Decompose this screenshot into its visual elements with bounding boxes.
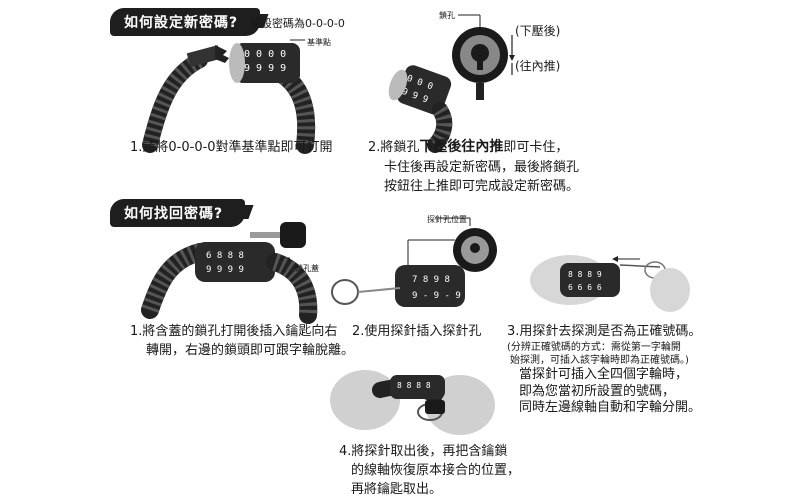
svg-text:7 8 9 8: 7 8 9 8 bbox=[412, 275, 450, 285]
recover-step-3-line-3: 即為您當初所設置的號碼， bbox=[519, 384, 676, 399]
label-keyhole-cap: 鎖孔蓋 bbox=[295, 264, 319, 273]
step2-emphasis: 下壓後往內推 bbox=[419, 139, 504, 155]
section-title-recover-code: 如何找回密碼? bbox=[110, 199, 246, 227]
label-press-down: (下壓後) bbox=[515, 24, 561, 38]
recover-step-2: 2.使用探針插入探針孔 bbox=[352, 324, 482, 339]
set-step-2-line-2: 卡住後再設定新密碼，最後將鎖孔 bbox=[384, 160, 580, 175]
svg-text:8 8 8 9: 8 8 8 9 bbox=[568, 270, 602, 279]
hand-probing-illustration: 8 8 8 9 6 6 6 6 bbox=[530, 255, 690, 312]
set-step-2-line-1: 2.將鎖孔下壓後往內推即可卡住， bbox=[368, 137, 568, 158]
svg-text:0 0 0 0: 0 0 0 0 bbox=[244, 49, 286, 60]
hands-remove-probe-illustration: 8 8 8 8 bbox=[330, 370, 495, 435]
svg-text:8 8 8 8: 8 8 8 8 bbox=[397, 381, 431, 390]
svg-text:6 8 8 8: 6 8 8 8 bbox=[206, 251, 244, 261]
svg-text:9 9 9 9: 9 9 9 9 bbox=[244, 63, 286, 74]
section-title-set-code: 如何設定新密碼? bbox=[110, 8, 261, 36]
recover-step-1-line-1: 1.將含蓋的鎖孔打開後插入鑰匙向右 bbox=[130, 324, 338, 339]
step2-suffix: 即可卡住， bbox=[503, 140, 569, 155]
svg-text:9 9 9 9: 9 9 9 9 bbox=[206, 265, 244, 275]
recover-step-3-line-2: 當探針可插入全四個字輪時， bbox=[519, 367, 689, 382]
recover-step-4-line-1: 4.將探針取出後，再把含鑰鎖 bbox=[339, 444, 508, 459]
recover-step-3-line-1: 3.用探針去探測是否為正確號碼。 bbox=[507, 324, 702, 339]
recover-step-3-line-4: 同時左邊線軸自動和字輪分開。 bbox=[519, 400, 702, 415]
label-probe-hole: 探針孔位置 bbox=[427, 215, 467, 224]
probe-insert-illustration: 7 8 9 8 9 - 9 - 9 bbox=[331, 217, 497, 307]
recover-step-4-line-3: 再將鑰匙取出。 bbox=[351, 482, 443, 497]
default-code-text: 原設密碼為0-0-0-0 bbox=[250, 17, 345, 30]
keyhole-closeup-illustration: 0 0 0 9 9 9 bbox=[388, 14, 515, 153]
svg-text:9 - 9 - 9: 9 - 9 - 9 bbox=[412, 291, 461, 301]
step2-prefix: 2.將鎖孔 bbox=[368, 140, 420, 155]
recover-step-3-note-1: (分辨正確號碼的方式：需從第一字輪開 bbox=[507, 342, 681, 353]
set-step-2-line-3: 按鈕往上推即可完成設定新密碼。 bbox=[384, 179, 580, 194]
set-step-1: 1.請將0-0-0-0對準基準點即可打開 bbox=[130, 140, 333, 155]
cable-lock-illustration-1: 0 0 0 0 9 9 9 9 bbox=[142, 39, 316, 154]
recover-step-1-line-2: 轉開，右邊的鎖頭即可跟字輪脫離。 bbox=[146, 343, 355, 358]
label-reference-point: 基準點 bbox=[307, 38, 331, 47]
label-push-in: (往內推) bbox=[515, 59, 561, 73]
key-insert-illustration: 6 8 8 8 9 9 9 9 bbox=[141, 222, 318, 324]
label-keyhole: 鎖孔 bbox=[439, 11, 455, 20]
svg-text:6 6 6 6: 6 6 6 6 bbox=[568, 283, 602, 292]
recover-step-3-note-2: 始探測，可插入該字輪時即為正確號碼。) bbox=[510, 355, 689, 366]
recover-step-4-line-2: 的線軸恢復原本接合的位置， bbox=[351, 463, 521, 478]
